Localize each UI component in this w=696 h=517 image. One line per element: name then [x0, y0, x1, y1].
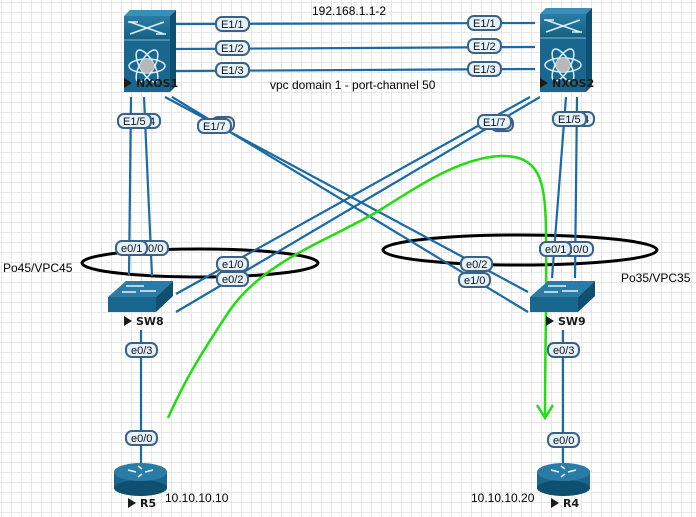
expand-triangle-icon [128, 498, 136, 508]
port-nxos1-e13[interactable]: E1/3 [215, 62, 250, 78]
port-channel-ellipse-po35 [381, 233, 659, 267]
port-nxos2-e13[interactable]: E1/3 [467, 61, 502, 77]
traffic-path-arrowhead [535, 404, 555, 421]
r4-ip-label: 10.10.10.20 [471, 491, 535, 505]
sw8-device-icon[interactable] [108, 281, 173, 312]
port-sw8-e03[interactable]: e0/3 [125, 342, 159, 358]
port-sw8-e01[interactable]: e0/1 [115, 240, 149, 256]
r4-label[interactable]: R4 [551, 497, 579, 510]
peer-link-ip-label: 192.168.1.1-2 [312, 4, 387, 18]
po35-label: Po35/VPC35 [621, 271, 691, 285]
port-sw9-e10[interactable]: e1/0 [458, 272, 492, 288]
port-sw9-e02[interactable]: e0/2 [460, 256, 494, 272]
port-sw8-e02[interactable]: e0/2 [216, 271, 250, 287]
r5-router-icon[interactable] [114, 463, 167, 496]
expand-triangle-icon [124, 78, 132, 88]
sw8-label[interactable]: SW8 [124, 315, 164, 328]
port-nxos1-e17[interactable]: E1/7 [197, 118, 232, 134]
sw9-label[interactable]: SW9 [546, 315, 586, 328]
port-nxos2-e15[interactable]: E1/5 [552, 111, 587, 127]
port-nxos1-e11[interactable]: E1/1 [215, 16, 250, 32]
port-sw9-e01[interactable]: e0/1 [539, 241, 573, 257]
port-r5-e00[interactable]: e0/0 [125, 430, 159, 446]
port-sw9-e03[interactable]: e0/3 [547, 342, 581, 358]
port-nxos2-e17[interactable]: E1/7 [477, 114, 512, 130]
expand-triangle-icon [551, 498, 559, 508]
expand-triangle-icon [124, 316, 132, 326]
traffic-path-arrow [166, 154, 548, 419]
po45-label: Po45/VPC45 [3, 261, 73, 275]
port-r4-e00[interactable]: e0/0 [547, 432, 581, 448]
expand-triangle-icon [546, 316, 554, 326]
r5-label[interactable]: R5 [128, 497, 156, 510]
port-sw8-e10[interactable]: e1/0 [216, 256, 250, 272]
port-channel-ellipse-po45 [80, 247, 320, 279]
nxos1-label[interactable]: NXOS1 [124, 77, 178, 90]
port-nxos1-e12[interactable]: E1/2 [215, 40, 250, 56]
vpc-domain-label: vpc domain 1 - port-channel 50 [270, 78, 436, 92]
r4-router-icon[interactable] [537, 463, 590, 496]
port-nxos2-e12[interactable]: E1/2 [467, 38, 502, 54]
port-nxos1-e15[interactable]: E1/5 [117, 113, 152, 129]
expand-triangle-icon [540, 78, 548, 88]
nxos2-label[interactable]: NXOS2 [540, 77, 594, 90]
sw9-device-icon[interactable] [530, 281, 595, 312]
r5-ip-label: 10.10.10.10 [165, 491, 229, 505]
port-nxos2-e11[interactable]: E1/1 [467, 15, 502, 31]
